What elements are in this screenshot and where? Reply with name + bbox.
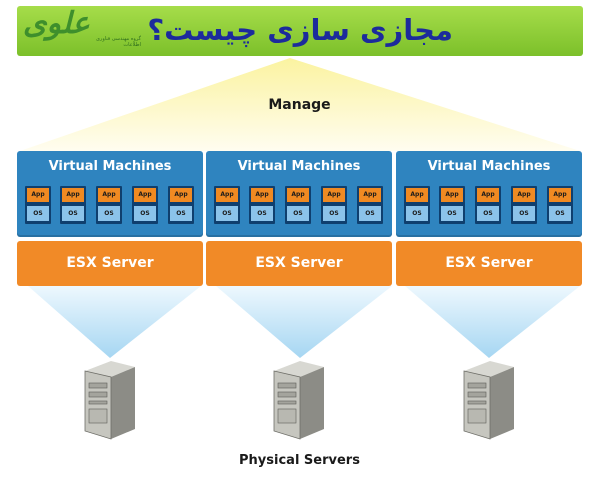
os-block: OS — [216, 206, 238, 221]
banner-title: مجازی سازی چیست؟ — [147, 13, 453, 47]
server-beam-2 — [216, 286, 392, 358]
physical-servers-label: Physical Servers — [239, 453, 360, 468]
physical-server-icon — [463, 361, 514, 440]
os-block: OS — [477, 206, 499, 221]
os-block: OS — [323, 206, 345, 221]
vm-group-title: Virtual Machines — [237, 159, 361, 174]
vm-group-title: Virtual Machines — [48, 159, 172, 174]
os-block: OS — [27, 206, 49, 221]
os-block: OS — [98, 206, 120, 221]
os-block: OS — [549, 206, 571, 221]
app-block: App — [170, 188, 192, 202]
alavi-logo: علوی گروه مهندسی فناوری اطلاعات — [23, 6, 143, 52]
app-block: App — [251, 188, 273, 202]
logo-text: علوی — [23, 6, 91, 41]
app-block: App — [98, 188, 120, 202]
os-block: OS — [170, 206, 192, 221]
manage-label: Manage — [268, 97, 331, 113]
physical-server-icon — [84, 361, 135, 440]
app-block: App — [216, 188, 238, 202]
app-block: App — [62, 188, 84, 202]
physical-server-icon — [273, 361, 324, 440]
app-block: App — [441, 188, 463, 202]
app-block: App — [477, 188, 499, 202]
app-block: App — [134, 188, 156, 202]
app-block: App — [323, 188, 345, 202]
server-beam-1 — [28, 286, 201, 358]
app-block: App — [287, 188, 309, 202]
server-beam-3 — [405, 286, 580, 358]
esx-server-3: ESX Server — [396, 241, 582, 286]
esx-server-1: ESX Server — [17, 241, 203, 286]
app-block: App — [27, 188, 49, 202]
os-block: OS — [513, 206, 535, 221]
title-banner: علوی گروه مهندسی فناوری اطلاعات مجازی سا… — [17, 6, 583, 56]
esx-server-2: ESX Server — [206, 241, 392, 286]
os-block: OS — [62, 206, 84, 221]
os-block: OS — [406, 206, 428, 221]
os-block: OS — [134, 206, 156, 221]
app-block: App — [406, 188, 428, 202]
os-block: OS — [287, 206, 309, 221]
app-block: App — [359, 188, 381, 202]
logo-subtext: گروه مهندسی فناوری اطلاعات — [96, 36, 141, 48]
app-block: App — [513, 188, 535, 202]
os-block: OS — [359, 206, 381, 221]
manage-beam — [20, 58, 580, 151]
vm-group-title: Virtual Machines — [427, 159, 551, 174]
app-block: App — [549, 188, 571, 202]
os-block: OS — [251, 206, 273, 221]
os-block: OS — [441, 206, 463, 221]
